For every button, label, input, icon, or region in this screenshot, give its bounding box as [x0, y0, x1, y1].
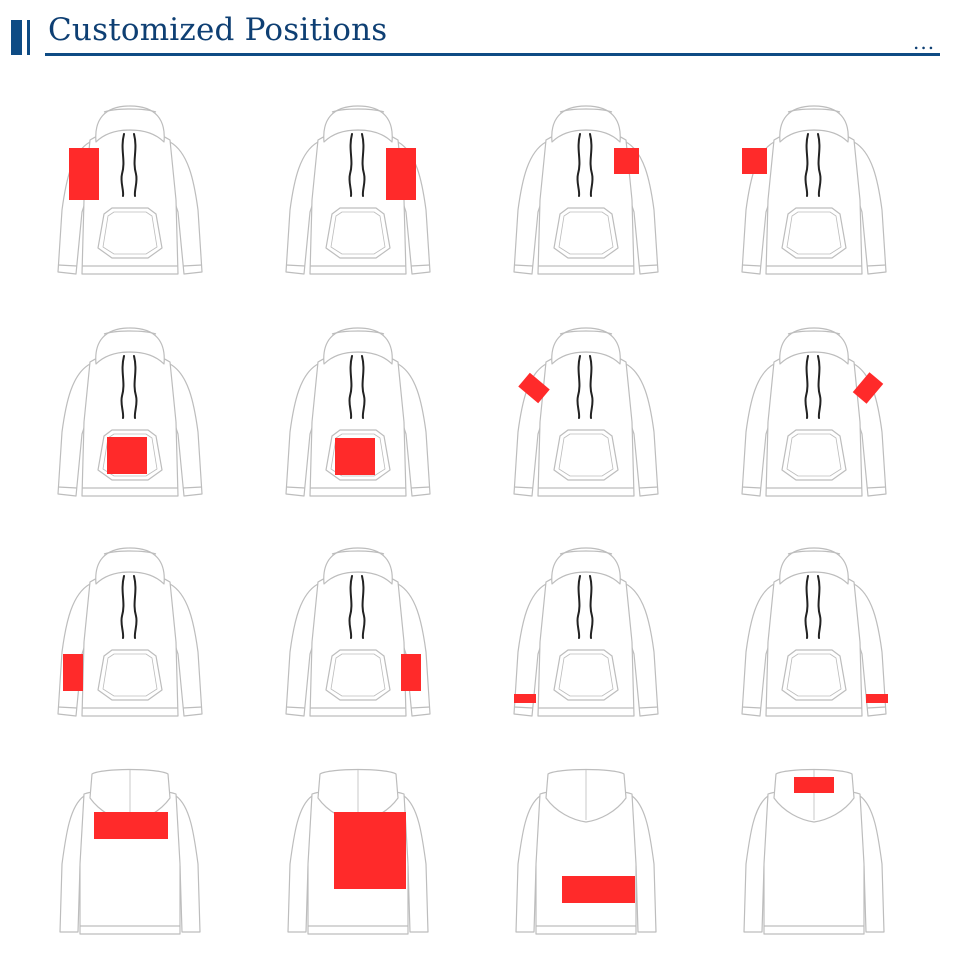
- position-card-pocket-center[interactable]: [20, 312, 240, 522]
- header: Customized Positions ...: [0, 0, 960, 70]
- more-icon[interactable]: ...: [913, 30, 936, 54]
- position-card-right-chest-small[interactable]: [476, 90, 696, 300]
- print-area-marker: [614, 148, 639, 174]
- position-card-full-back[interactable]: [248, 754, 468, 964]
- print-area-marker: [69, 148, 99, 200]
- print-area-marker: [401, 654, 421, 691]
- positions-grid: [0, 80, 960, 950]
- page-title: Customized Positions: [48, 12, 388, 48]
- back-hoodie-icon: [515, 768, 657, 935]
- title-accent-bar: [11, 20, 22, 55]
- print-area-marker: [562, 876, 635, 903]
- print-area-marker: [335, 438, 375, 475]
- front-hoodie-icon: [285, 105, 431, 275]
- position-card-left-chest-small[interactable]: [704, 90, 924, 300]
- front-hoodie-icon: [285, 327, 431, 497]
- print-area-marker: [386, 148, 416, 200]
- position-card-right-chest-large[interactable]: [248, 90, 468, 300]
- title-underline: [45, 53, 940, 56]
- position-card-upper-back-wide[interactable]: [20, 754, 240, 964]
- print-area-marker: [866, 694, 888, 703]
- print-area-marker: [852, 372, 884, 404]
- back-hoodie-icon: [743, 768, 885, 935]
- front-hoodie-icon: [57, 547, 203, 717]
- position-card-left-shoulder[interactable]: [704, 312, 924, 522]
- front-hoodie-icon: [741, 105, 887, 275]
- print-area-marker: [742, 148, 767, 174]
- front-hoodie-icon: [57, 105, 203, 275]
- position-card-pocket-center-alt[interactable]: [248, 312, 468, 522]
- print-area-marker: [794, 777, 834, 793]
- position-card-hood-back[interactable]: [704, 754, 924, 964]
- back-hoodie-icon: [59, 768, 201, 935]
- title-accent-line: [27, 20, 30, 55]
- front-hoodie-icon: [513, 327, 659, 497]
- front-hoodie-icon: [741, 327, 887, 497]
- print-area-marker: [514, 694, 536, 703]
- position-card-left-chest-large[interactable]: [20, 90, 240, 300]
- front-hoodie-icon: [741, 547, 888, 717]
- print-area-marker: [63, 654, 83, 691]
- print-area-marker: [94, 812, 168, 839]
- position-card-right-shoulder[interactable]: [476, 312, 696, 522]
- front-hoodie-icon: [513, 547, 659, 717]
- print-area-marker: [334, 812, 406, 889]
- position-card-right-cuff[interactable]: [476, 532, 696, 742]
- front-hoodie-icon: [285, 547, 431, 717]
- front-hoodie-icon: [57, 327, 203, 497]
- position-card-left-cuff[interactable]: [704, 532, 924, 742]
- front-hoodie-icon: [513, 105, 659, 275]
- print-area-marker: [518, 372, 550, 404]
- position-card-left-forearm[interactable]: [248, 532, 468, 742]
- print-area-marker: [107, 437, 147, 474]
- position-card-lower-back[interactable]: [476, 754, 696, 964]
- back-hoodie-icon: [287, 768, 429, 935]
- position-card-right-forearm[interactable]: [20, 532, 240, 742]
